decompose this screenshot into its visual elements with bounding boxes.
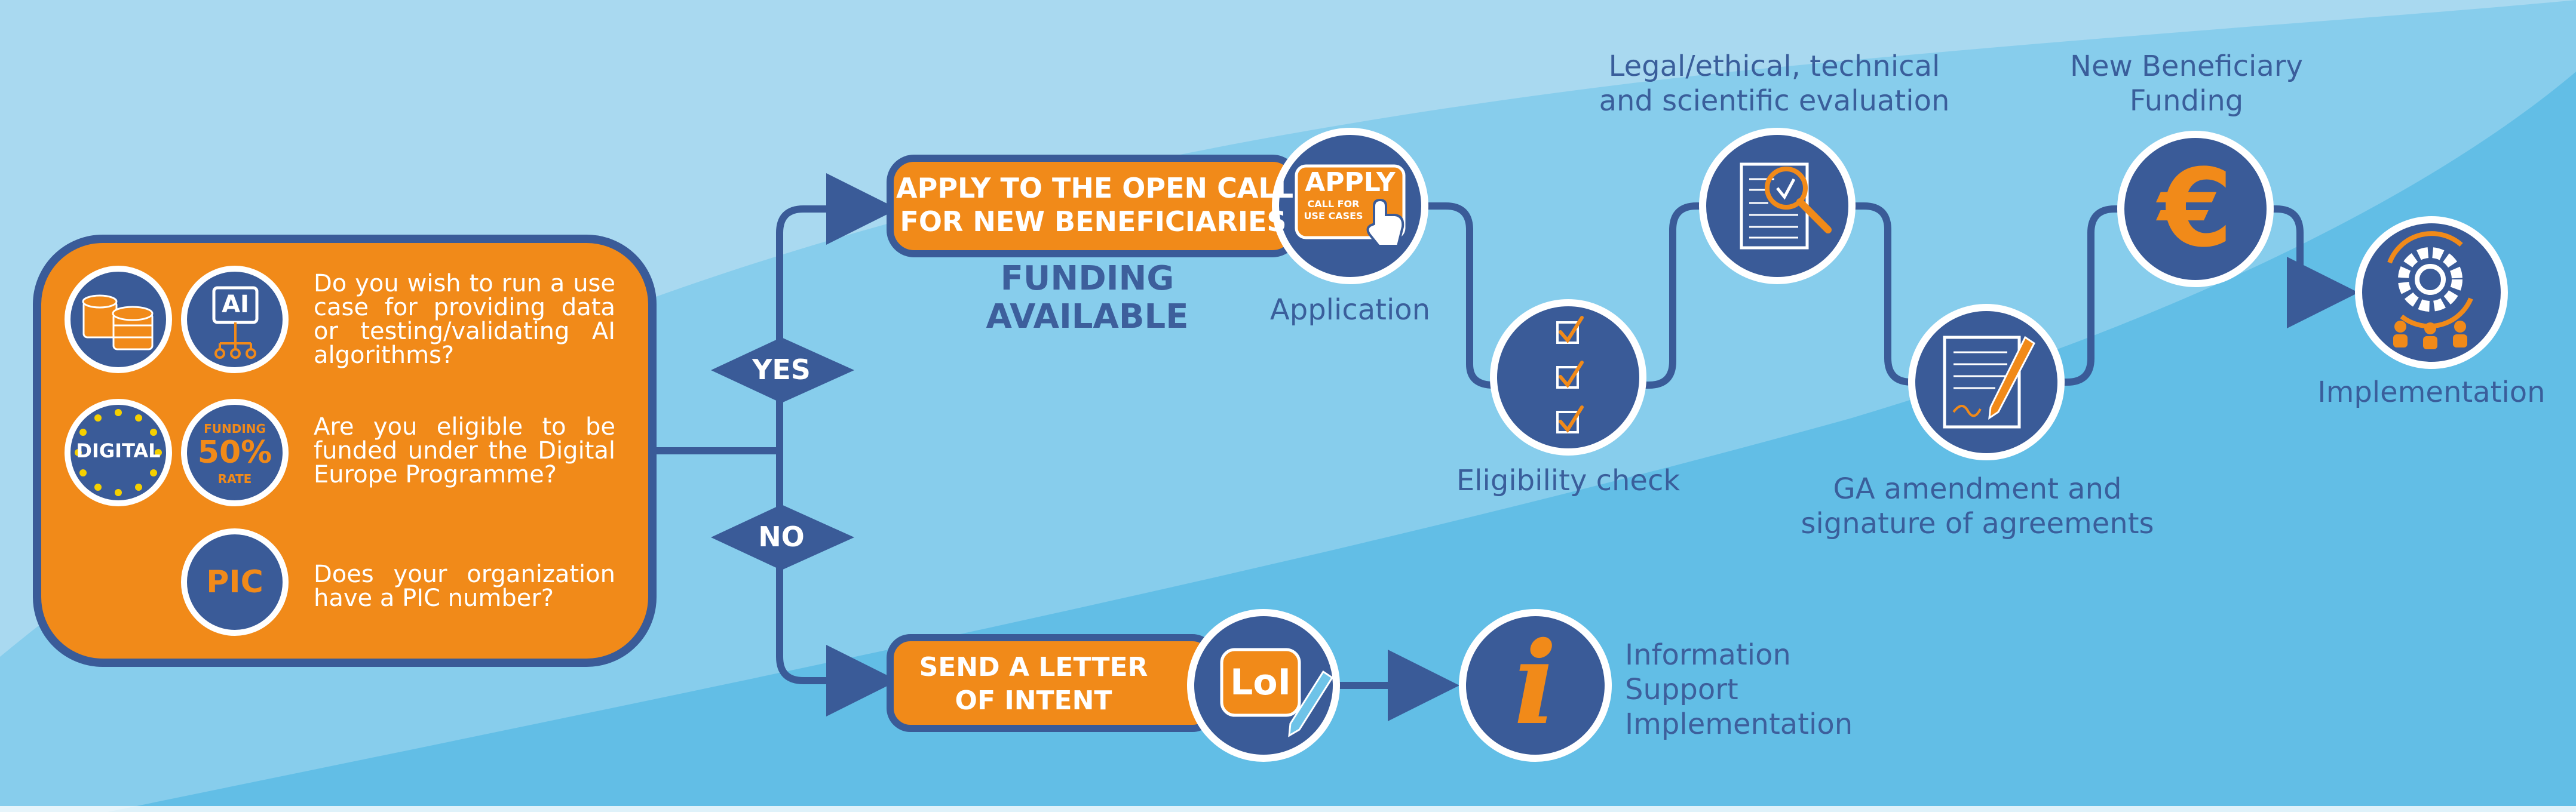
letter-of-intent-text: SEND A LETTER OF INTENT xyxy=(896,651,1171,718)
information-icon xyxy=(1459,609,1612,762)
lol-label: LoI xyxy=(1230,662,1291,703)
step-funding-line1: New Beneficiary xyxy=(2070,50,2303,83)
checklist-icon xyxy=(1490,299,1646,456)
pic-icon xyxy=(181,528,289,636)
path-funding-implementation xyxy=(2267,205,2359,328)
info-line-information: Information xyxy=(1625,638,1791,672)
no-arrow xyxy=(776,451,898,716)
step-funding-line2: Funding xyxy=(2129,84,2244,118)
apply-open-call-line1: APPLY TO THE OPEN CALL xyxy=(896,172,1294,204)
step-evaluation-line2: and scientific evaluation xyxy=(1599,84,1950,118)
step-evaluation-line1: Legal/ethical, technical xyxy=(1608,50,1940,83)
yes-label: YES xyxy=(752,353,811,386)
step-eligibility-label: Eligibility check xyxy=(1456,464,1680,497)
funding-available-text: FUNDING AVAILABLE xyxy=(944,260,1231,336)
step-evaluation-label: Legal/ethical, technical and scientific … xyxy=(1565,49,1983,118)
question-pic: Does your organization have a PIC number… xyxy=(314,561,615,612)
question-use-case: Do you wish to run a use case for provid… xyxy=(314,270,615,369)
funding-percent: 50% xyxy=(197,435,272,470)
signing-document-icon xyxy=(1908,304,2065,460)
gear-people-icon xyxy=(2355,216,2508,369)
apply-icon-label: APPLY xyxy=(1305,167,1396,198)
apply-open-call-line2: FOR NEW BENEFICIARIES xyxy=(900,205,1287,238)
digital-label: DIGITAL xyxy=(76,439,161,462)
apply-icon-sub1: CALL FOR xyxy=(1307,198,1360,210)
step-ga-line2: signature of agreements xyxy=(1801,507,2154,540)
path-evaluation-ga xyxy=(1849,202,1918,386)
ai-chip-icon xyxy=(181,266,289,373)
hand-cursor-icon xyxy=(1366,198,1404,247)
apply-icon-sub2: USE CASES xyxy=(1304,210,1363,222)
background-bottom-edge xyxy=(0,806,2576,812)
question-eligibility: Are you eligible to be funded under the … xyxy=(314,413,615,488)
step-funding-label: New Beneficiary Funding xyxy=(2031,49,2342,118)
step-application-label: Application xyxy=(1269,293,1431,327)
funding-available-line1: FUNDING xyxy=(1000,259,1174,298)
no-label: NO xyxy=(758,521,805,553)
info-line-implementation: Implementation xyxy=(1625,708,1853,741)
letter-of-intent-icon xyxy=(1187,609,1340,762)
step-ga-line1: GA amendment and xyxy=(1833,472,2122,506)
info-glyph: i xyxy=(1513,617,1557,750)
info-line-support: Support xyxy=(1625,673,1738,706)
background-swoosh-dark xyxy=(108,72,2576,812)
letter-of-intent-line2: OF INTENT xyxy=(955,685,1112,716)
path-ga-funding xyxy=(2055,205,2127,386)
apply-open-call-text: APPLY TO THE OPEN CALL FOR NEW BENEFICIA… xyxy=(896,171,1294,238)
apply-button-icon xyxy=(1272,128,1428,284)
funding-rate-icon xyxy=(181,399,289,506)
euro-icon xyxy=(2117,131,2274,287)
pic-label: PIC xyxy=(206,564,263,600)
path-application-eligibility xyxy=(1416,202,1499,389)
euro-glyph: € xyxy=(2158,146,2233,271)
funding-available-line2: AVAILABLE xyxy=(986,297,1189,336)
letter-of-intent-line1: SEND A LETTER xyxy=(919,652,1148,682)
database-icon xyxy=(65,266,172,373)
no-diamond xyxy=(711,505,854,570)
step-ga-label: GA amendment and signature of agreements xyxy=(1768,472,2186,541)
yes-arrow xyxy=(776,173,898,451)
pen-icon xyxy=(1288,670,1334,737)
eu-digital-badge-icon xyxy=(65,399,172,506)
document-magnifier-icon xyxy=(1699,128,1856,284)
ai-label: AI xyxy=(222,291,249,318)
funding-rate-label: RATE xyxy=(217,472,252,486)
path-eligibility-evaluation xyxy=(1637,202,1709,389)
eu-stars-icon xyxy=(75,409,162,496)
yes-diamond xyxy=(711,337,854,403)
info-support-list: Information Support Implementation xyxy=(1625,638,1853,742)
funding-label: FUNDING xyxy=(204,422,266,436)
step-implementation-label: Implementation xyxy=(2317,376,2546,409)
